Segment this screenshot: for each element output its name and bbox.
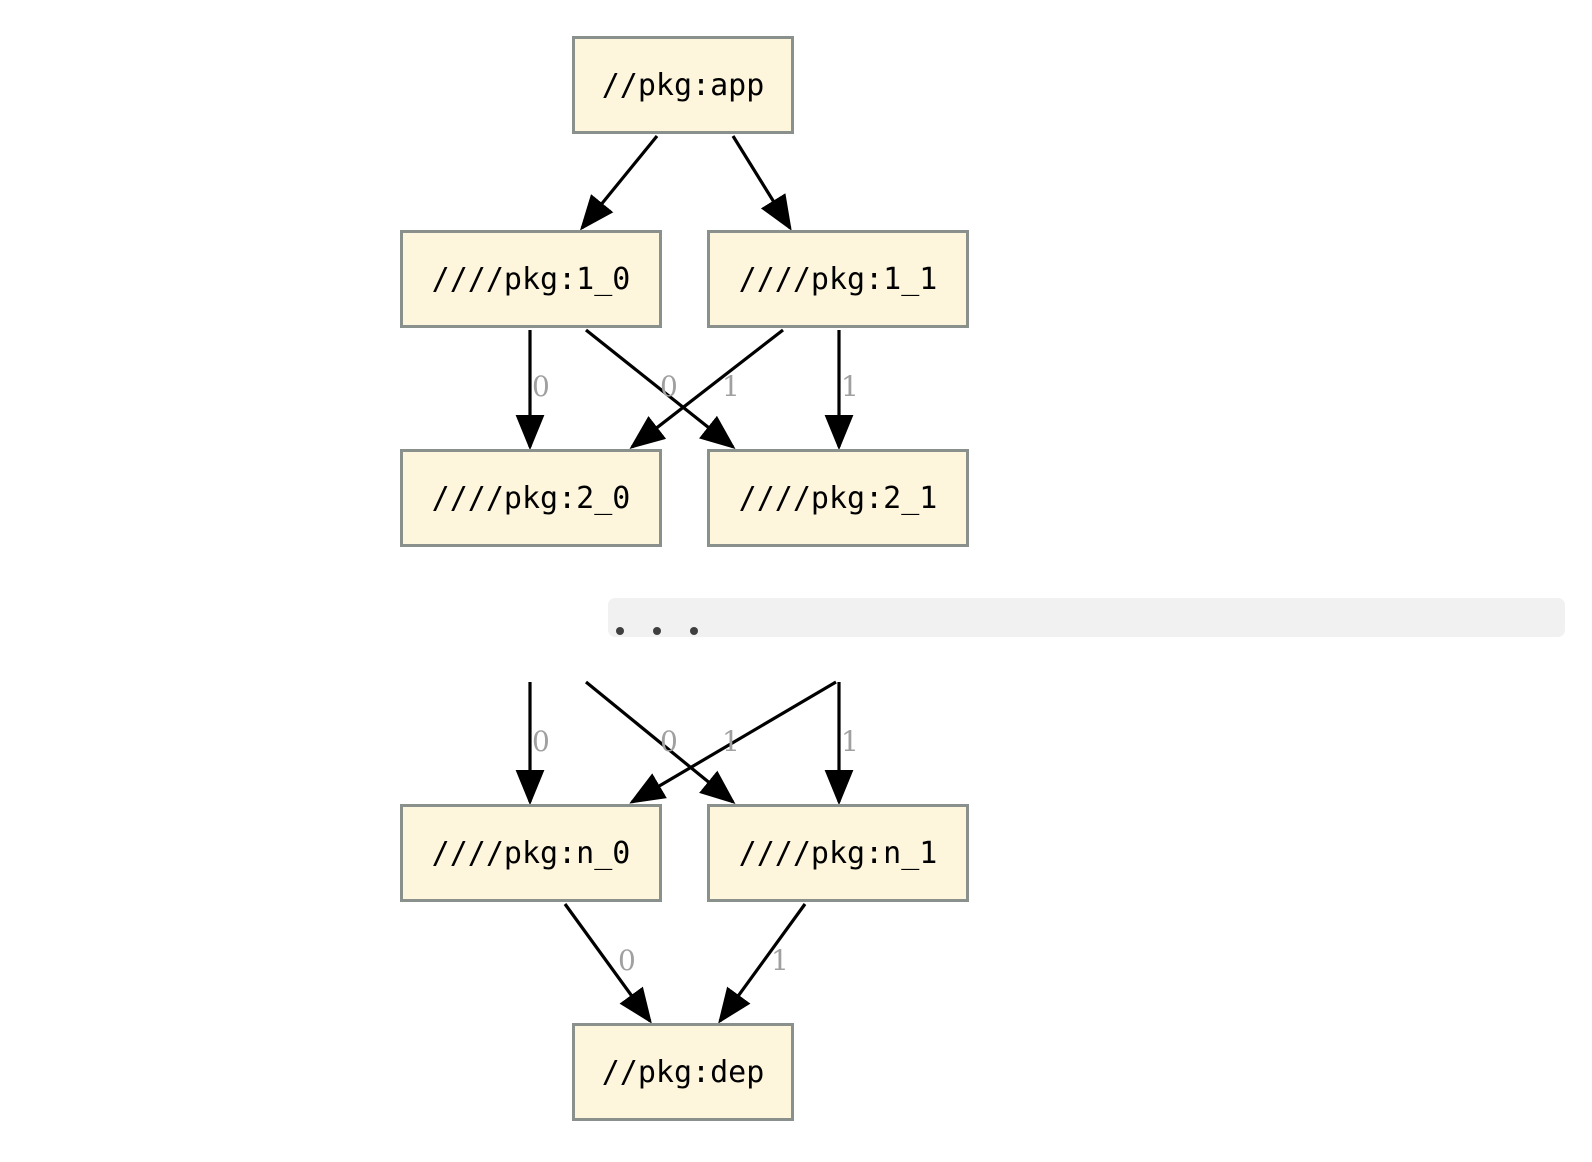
- edge-label-n_1-to-dep: 1: [771, 944, 789, 977]
- edges-group: [515, 134, 854, 1024]
- edge-label-1_1-to-2_0: 0: [660, 370, 678, 403]
- edge-label-elided-to-n_0: 0: [532, 725, 550, 758]
- edge-label-1_0-to-2_1: 1: [722, 370, 740, 403]
- edge-label-1_1-to-2_1: 1: [841, 370, 859, 403]
- graph-edge-elided-to-n_1: [584, 680, 736, 805]
- edge-label-1_0-to-2_0: 0: [532, 370, 550, 403]
- graph-edge-n_1-to-dep: [718, 903, 807, 1024]
- graph-node-app[interactable]: //pkg:app: [572, 36, 794, 134]
- edge-label-elided-to-n_1-straight: 1: [841, 725, 859, 758]
- graph-node-l1_1[interactable]: ////pkg:1_1: [707, 230, 969, 328]
- edge-label-n_0-to-dep: 0: [618, 944, 636, 977]
- graph-node-l2_0[interactable]: ////pkg:2_0: [400, 449, 662, 547]
- elision-dot-2: [653, 626, 661, 635]
- graph-edge-1_0-to-2_1: [585, 328, 736, 449]
- graph-edge-elided-to-n_0-cross: [629, 680, 837, 804]
- elision-dot-1: [616, 626, 624, 635]
- graph-edge-app-to-1_1: [731, 135, 792, 231]
- graph-node-dep[interactable]: //pkg:dep: [572, 1023, 794, 1121]
- elision-dot-3: [690, 626, 698, 635]
- graph-node-ln_1[interactable]: ////pkg:n_1: [707, 804, 969, 902]
- graph-node-ln_0[interactable]: ////pkg:n_0: [400, 804, 662, 902]
- graph-edge-n_0-to-dep: [563, 903, 652, 1024]
- graph-edge-app-to-1_0: [579, 134, 659, 231]
- edge-label-elided-to-n_0-cross: 0: [660, 725, 678, 758]
- elision-band: [608, 598, 1565, 637]
- graph-node-l1_0[interactable]: ////pkg:1_0: [400, 230, 662, 328]
- graph-node-l2_1[interactable]: ////pkg:2_1: [707, 449, 969, 547]
- graph-edge-1_1-to-2_0: [629, 328, 784, 449]
- edge-label-elided-to-n_1: 1: [722, 725, 740, 758]
